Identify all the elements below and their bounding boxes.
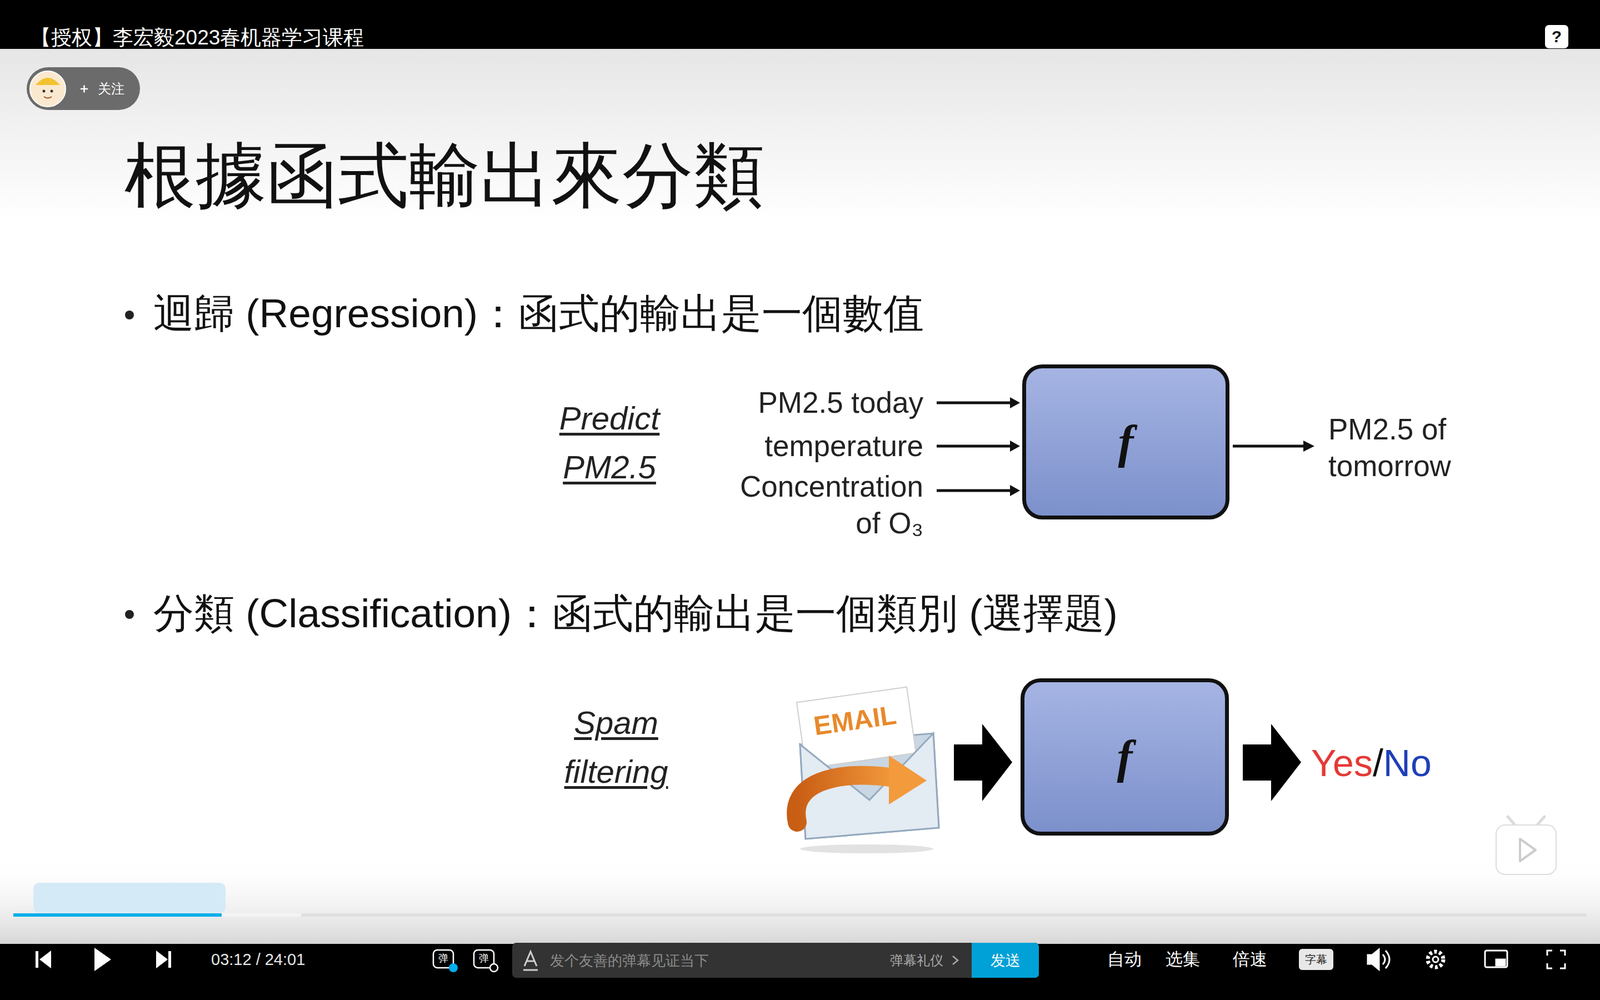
- danmaku-toggle-text: 弹: [438, 952, 449, 965]
- next-bar: [168, 951, 172, 968]
- input-feature: PM2.5 today: [757, 385, 924, 421]
- chevron-icon: [952, 956, 958, 965]
- floating-player-icon: [1496, 816, 1557, 875]
- avatar-face: [30, 71, 66, 107]
- node-text: 关注: [97, 80, 125, 98]
- volume-wave: [1385, 950, 1390, 969]
- task-name: Spam filtering: [543, 698, 689, 797]
- danmaku-toggle-text: 弹: [478, 952, 489, 965]
- pip-inner: [1496, 959, 1505, 966]
- arrow-line: [1232, 445, 1306, 448]
- prev-icon: [39, 950, 52, 969]
- bullet-dot: [125, 310, 134, 320]
- email-icon-text: EMAIL: [811, 698, 899, 743]
- control-button-text: 倍速: [1232, 948, 1268, 970]
- icon-shadow: [800, 844, 934, 854]
- danmaku-toggles: [433, 950, 498, 973]
- avatar-smile: [43, 96, 52, 99]
- orange-arrow: [796, 775, 895, 823]
- bullet-dot: [125, 610, 134, 619]
- progress-played: [13, 913, 222, 917]
- output-value: PM2.5 of tomorrow: [1328, 411, 1479, 485]
- volume-wave: [1382, 954, 1385, 965]
- node-text: 弹幕礼仪: [890, 951, 944, 970]
- orange-arrow-head: [888, 755, 927, 805]
- task-name: Predict PM2.5: [542, 393, 677, 492]
- arrow-line: [936, 401, 1013, 405]
- arrow-line: [936, 445, 1013, 448]
- avatar-art: [26, 67, 97, 110]
- avatar-eye: [50, 90, 54, 93]
- input-feature: Concentration of O₃: [723, 468, 924, 542]
- avatar-hat: [35, 77, 60, 85]
- follow-pill: 关注: [26, 67, 140, 110]
- bullet-text: 分類 (Classification)：函式的輸出是一個類別 (選擇題): [153, 588, 1118, 638]
- subtitle-icon-frame: [1298, 948, 1334, 970]
- settings-gear-hub: [1432, 956, 1439, 963]
- function-box: f: [1022, 364, 1230, 520]
- arrow-head: [1010, 440, 1020, 452]
- subtitle-icon-text: 字幕: [1305, 952, 1328, 967]
- danmaku-check: [448, 963, 458, 973]
- block-arrow: [953, 723, 1013, 802]
- node-text: 发送: [990, 950, 1021, 971]
- settings-gear: [1427, 951, 1444, 968]
- input-feature: temperature: [764, 428, 924, 464]
- icon-play: [1520, 838, 1536, 862]
- right-controls: [1367, 949, 1565, 970]
- icon-ear: [1507, 816, 1515, 825]
- font-style-icon: [524, 951, 537, 967]
- node-text: f: [1117, 733, 1133, 781]
- send-button: 发送: [971, 942, 1039, 978]
- progress-track: [13, 913, 1587, 917]
- answer-text: No: [1383, 740, 1432, 787]
- help-button: ?: [1545, 25, 1569, 49]
- fullscreen-corners: [1547, 950, 1565, 969]
- danmaku-gear: [490, 963, 498, 972]
- slide-title: 根據函式輸出來分類: [124, 132, 765, 219]
- time-display: 03:12 / 24:01: [211, 950, 305, 970]
- node-text: ?: [1551, 28, 1562, 45]
- playback-controls: [35, 947, 172, 972]
- preview-thumbnail: [33, 882, 226, 913]
- node-text: 发个友善的弹幕见证当下: [550, 950, 709, 970]
- icon-ear: [1537, 816, 1545, 825]
- prev-bar: [35, 951, 39, 968]
- arrow-head: [1303, 440, 1315, 452]
- font-style-underline: [523, 969, 538, 972]
- volume-speaker: [1367, 949, 1379, 970]
- email-icon: [796, 687, 939, 854]
- icon-frame: [1496, 825, 1557, 875]
- function-box: f: [1020, 678, 1229, 836]
- danmaku-input: 发个友善的弹幕见证当下 弹幕礼仪 发送: [512, 942, 1039, 978]
- arrow-head: [1010, 397, 1020, 409]
- progress-buffer: [13, 913, 302, 917]
- control-button-text: 自动: [1107, 948, 1142, 970]
- answer-text: Yes: [1311, 740, 1373, 787]
- block-arrow: [1242, 723, 1302, 802]
- next-icon: [156, 950, 168, 969]
- answer-options: Yes/No: [1311, 740, 1432, 787]
- control-button-text: 选集: [1165, 948, 1200, 970]
- avatar-eye: [42, 90, 46, 93]
- arrow-head: [1010, 485, 1020, 497]
- arrow-line: [936, 489, 1013, 493]
- pip-frame: [1485, 950, 1508, 968]
- play-icon: [94, 947, 112, 972]
- slide-top-shade: [0, 48, 1600, 222]
- answer-text: /: [1372, 740, 1384, 787]
- slide-background: [0, 48, 1600, 944]
- player-bottom-shade: [0, 855, 1600, 944]
- plus-icon: [83, 85, 85, 93]
- node-text: f: [1118, 418, 1134, 466]
- video-title: 【授权】李宏毅2023春机器学习课程: [30, 25, 364, 50]
- bullet-text: 迴歸 (Regression)：函式的輸出是一個數值: [153, 288, 924, 338]
